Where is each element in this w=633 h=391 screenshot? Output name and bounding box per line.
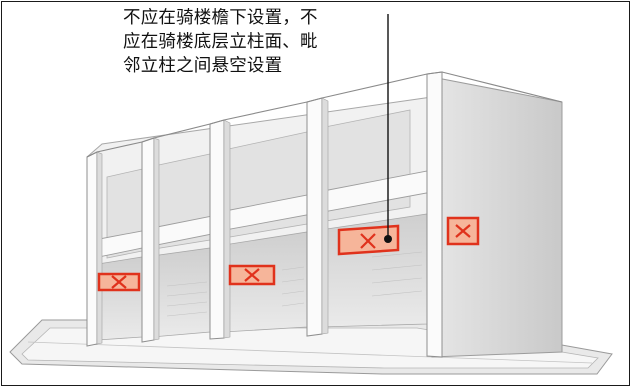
- caption-line-1: 不应在骑楼檐下设置，不: [123, 8, 318, 28]
- sign-marker-1: [97, 272, 141, 292]
- figure-frame: 不应在骑楼檐下设置，不 应在骑楼底层立柱面、毗 邻立柱之间悬空设置: [1, 1, 630, 386]
- leader-dot-icon: [384, 235, 392, 243]
- sign-marker-4: [446, 216, 480, 246]
- sign-marker-3: [337, 224, 400, 256]
- prohibited-sign-markers: [97, 216, 480, 292]
- sign-marker-2: [228, 264, 276, 286]
- caption-line-3: 邻立柱之间悬空设置: [123, 56, 283, 76]
- caption-line-2: 应在骑楼底层立柱面、毗: [123, 32, 318, 52]
- leader-pointer: [384, 14, 392, 243]
- annotation-caption: 不应在骑楼檐下设置，不 应在骑楼底层立柱面、毗 邻立柱之间悬空设置: [123, 6, 318, 78]
